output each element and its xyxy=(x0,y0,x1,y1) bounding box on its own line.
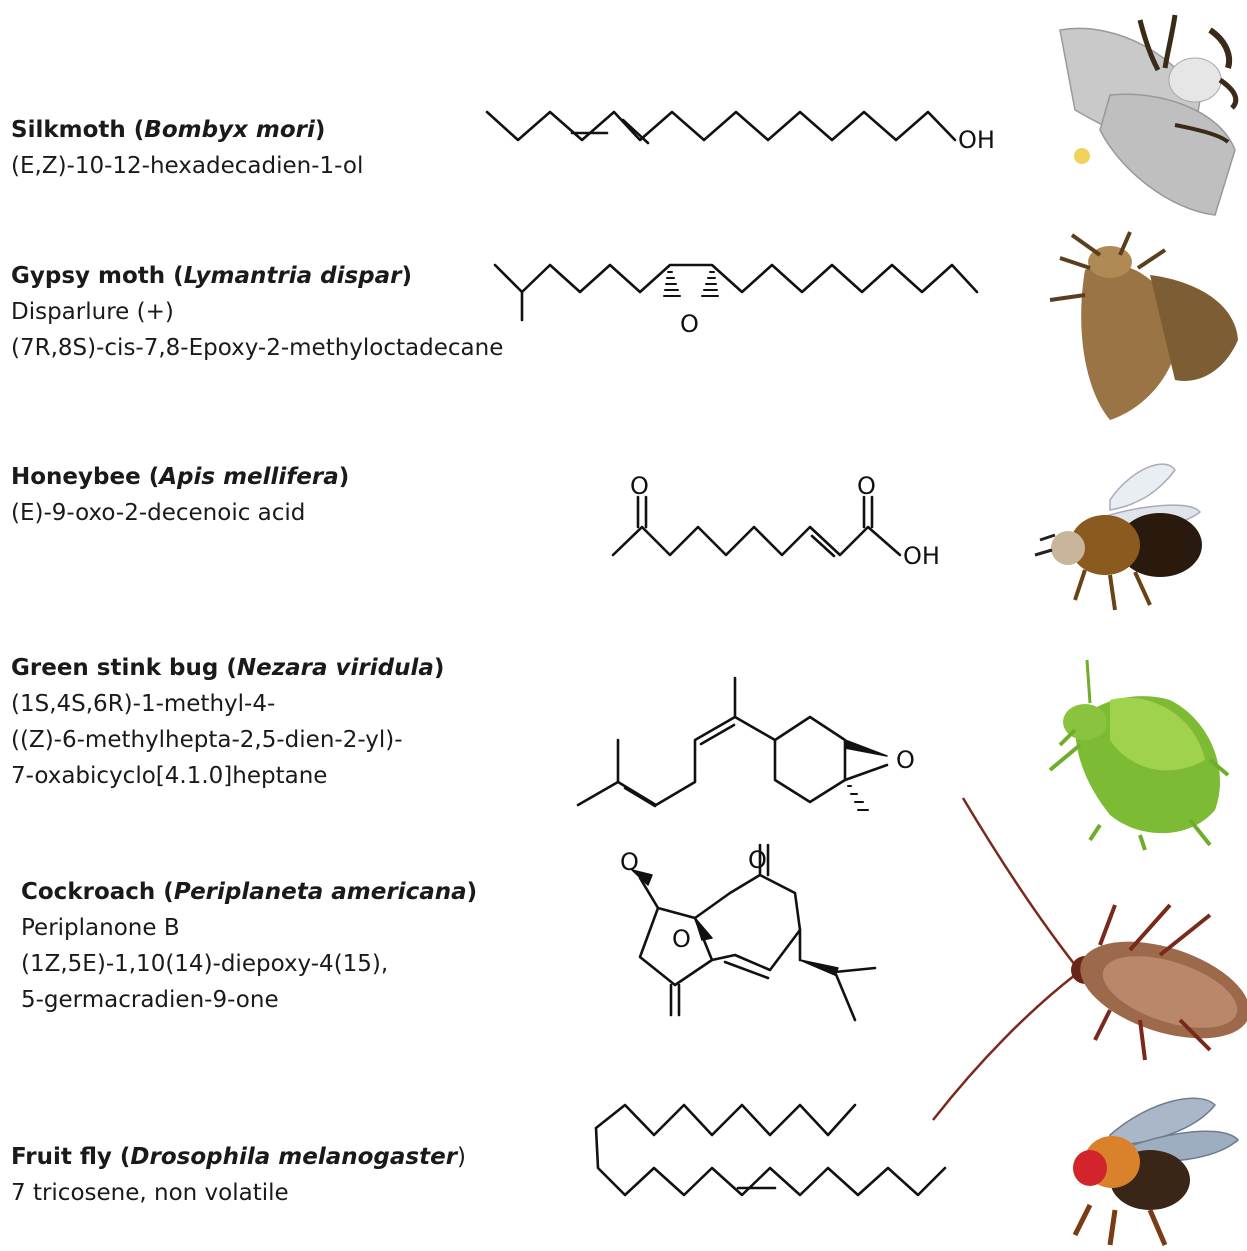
entry-fruit-fly: Fruit fly (Drosophila melanogaster) 7 tr… xyxy=(11,1139,466,1211)
species-title: Silkmoth (Bombyx mori) xyxy=(11,117,326,143)
compound-name: 5-germacradien-9-one xyxy=(21,987,279,1013)
atom-label: O xyxy=(620,848,639,876)
double-bond xyxy=(621,118,650,145)
atom-label: OH xyxy=(903,542,940,570)
common-name: Fruit fly xyxy=(11,1144,112,1170)
atom-label: O xyxy=(680,310,699,338)
entry-gypsy-moth: Gypsy moth (Lymantria dispar) Disparlure… xyxy=(11,258,503,366)
atom-label: OH xyxy=(958,126,995,154)
scientific-name: Lymantria dispar xyxy=(183,263,402,289)
common-name: Cockroach xyxy=(21,879,156,905)
atom-label: O xyxy=(748,846,767,874)
fruit-fly-illustration xyxy=(1072,1097,1240,1246)
common-name: Honeybee xyxy=(11,464,141,490)
epoxide-hash xyxy=(663,271,719,297)
atom-label: O xyxy=(857,472,876,500)
compound-name: 7 tricosene, non volatile xyxy=(11,1180,289,1206)
gypsy-moth-illustration xyxy=(1049,231,1238,420)
green-stink-bug-illustration xyxy=(1048,659,1230,851)
common-name: Silkmoth xyxy=(11,117,126,143)
common-name: Green stink bug xyxy=(11,655,219,681)
compound-name: Disparlure (+) xyxy=(11,299,174,325)
atom-label: O xyxy=(896,746,915,774)
compound-name: (1Z,5E)-1,10(14)-diepoxy-4(15), xyxy=(21,951,389,977)
compound-name: ((Z)-6-methylhepta-2,5-dien-2-yl)- xyxy=(11,727,403,753)
silkmoth-illustration xyxy=(1059,14,1239,216)
honeybee-illustration xyxy=(1034,463,1202,611)
entry-silkmoth: Silkmoth (Bombyx mori) (E,Z)-10-12-hexad… xyxy=(11,112,363,184)
scientific-name: Drosophila melanogaster xyxy=(130,1144,458,1170)
structure-cockroach xyxy=(631,843,877,1022)
entry-cockroach: Cockroach (Periplaneta americana) Peripl… xyxy=(21,874,477,1018)
species-title: Green stink bug (Nezara viridula) xyxy=(11,655,445,681)
structure-green-stink-bug xyxy=(576,676,889,811)
scientific-name: Apis mellifera xyxy=(159,464,339,490)
compound-name: (7R,8S)-cis-7,8-Epoxy-2-methyloctadecane xyxy=(11,335,504,361)
compound-name: (E,Z)-10-12-hexadecadien-1-ol xyxy=(11,153,364,179)
entry-honeybee: Honeybee (Apis mellifera) (E)-9-oxo-2-de… xyxy=(11,459,349,531)
structure-gypsy-moth xyxy=(493,263,979,322)
atom-label: O xyxy=(630,472,649,500)
scientific-name: Nezara viridula xyxy=(236,655,434,681)
compound-name: (1S,4S,6R)-1-methyl-4- xyxy=(11,691,276,717)
species-title: Gypsy moth (Lymantria dispar) xyxy=(11,263,412,289)
entry-green-stink-bug: Green stink bug (Nezara viridula) (1S,4S… xyxy=(11,650,444,794)
structure-silkmoth xyxy=(485,110,957,145)
compound-name: Periplanone B xyxy=(21,915,180,941)
scientific-name: Bombyx mori xyxy=(144,117,315,143)
species-title: Fruit fly (Drosophila melanogaster) xyxy=(11,1144,467,1170)
cockroach-illustration xyxy=(932,797,1247,1121)
compound-name: (E)-9-oxo-2-decenoic acid xyxy=(11,500,306,526)
compound-name: 7-oxabicyclo[4.1.0]heptane xyxy=(11,763,328,789)
atom-label: O xyxy=(672,925,691,953)
species-title: Honeybee (Apis mellifera) xyxy=(11,464,350,490)
scientific-name: Periplaneta americana xyxy=(173,879,467,905)
common-name: Gypsy moth xyxy=(11,263,166,289)
structure-fruit-fly xyxy=(594,1103,947,1197)
structure-honeybee xyxy=(611,495,902,558)
double-bond xyxy=(810,534,836,558)
species-title: Cockroach (Periplaneta americana) xyxy=(21,879,478,905)
